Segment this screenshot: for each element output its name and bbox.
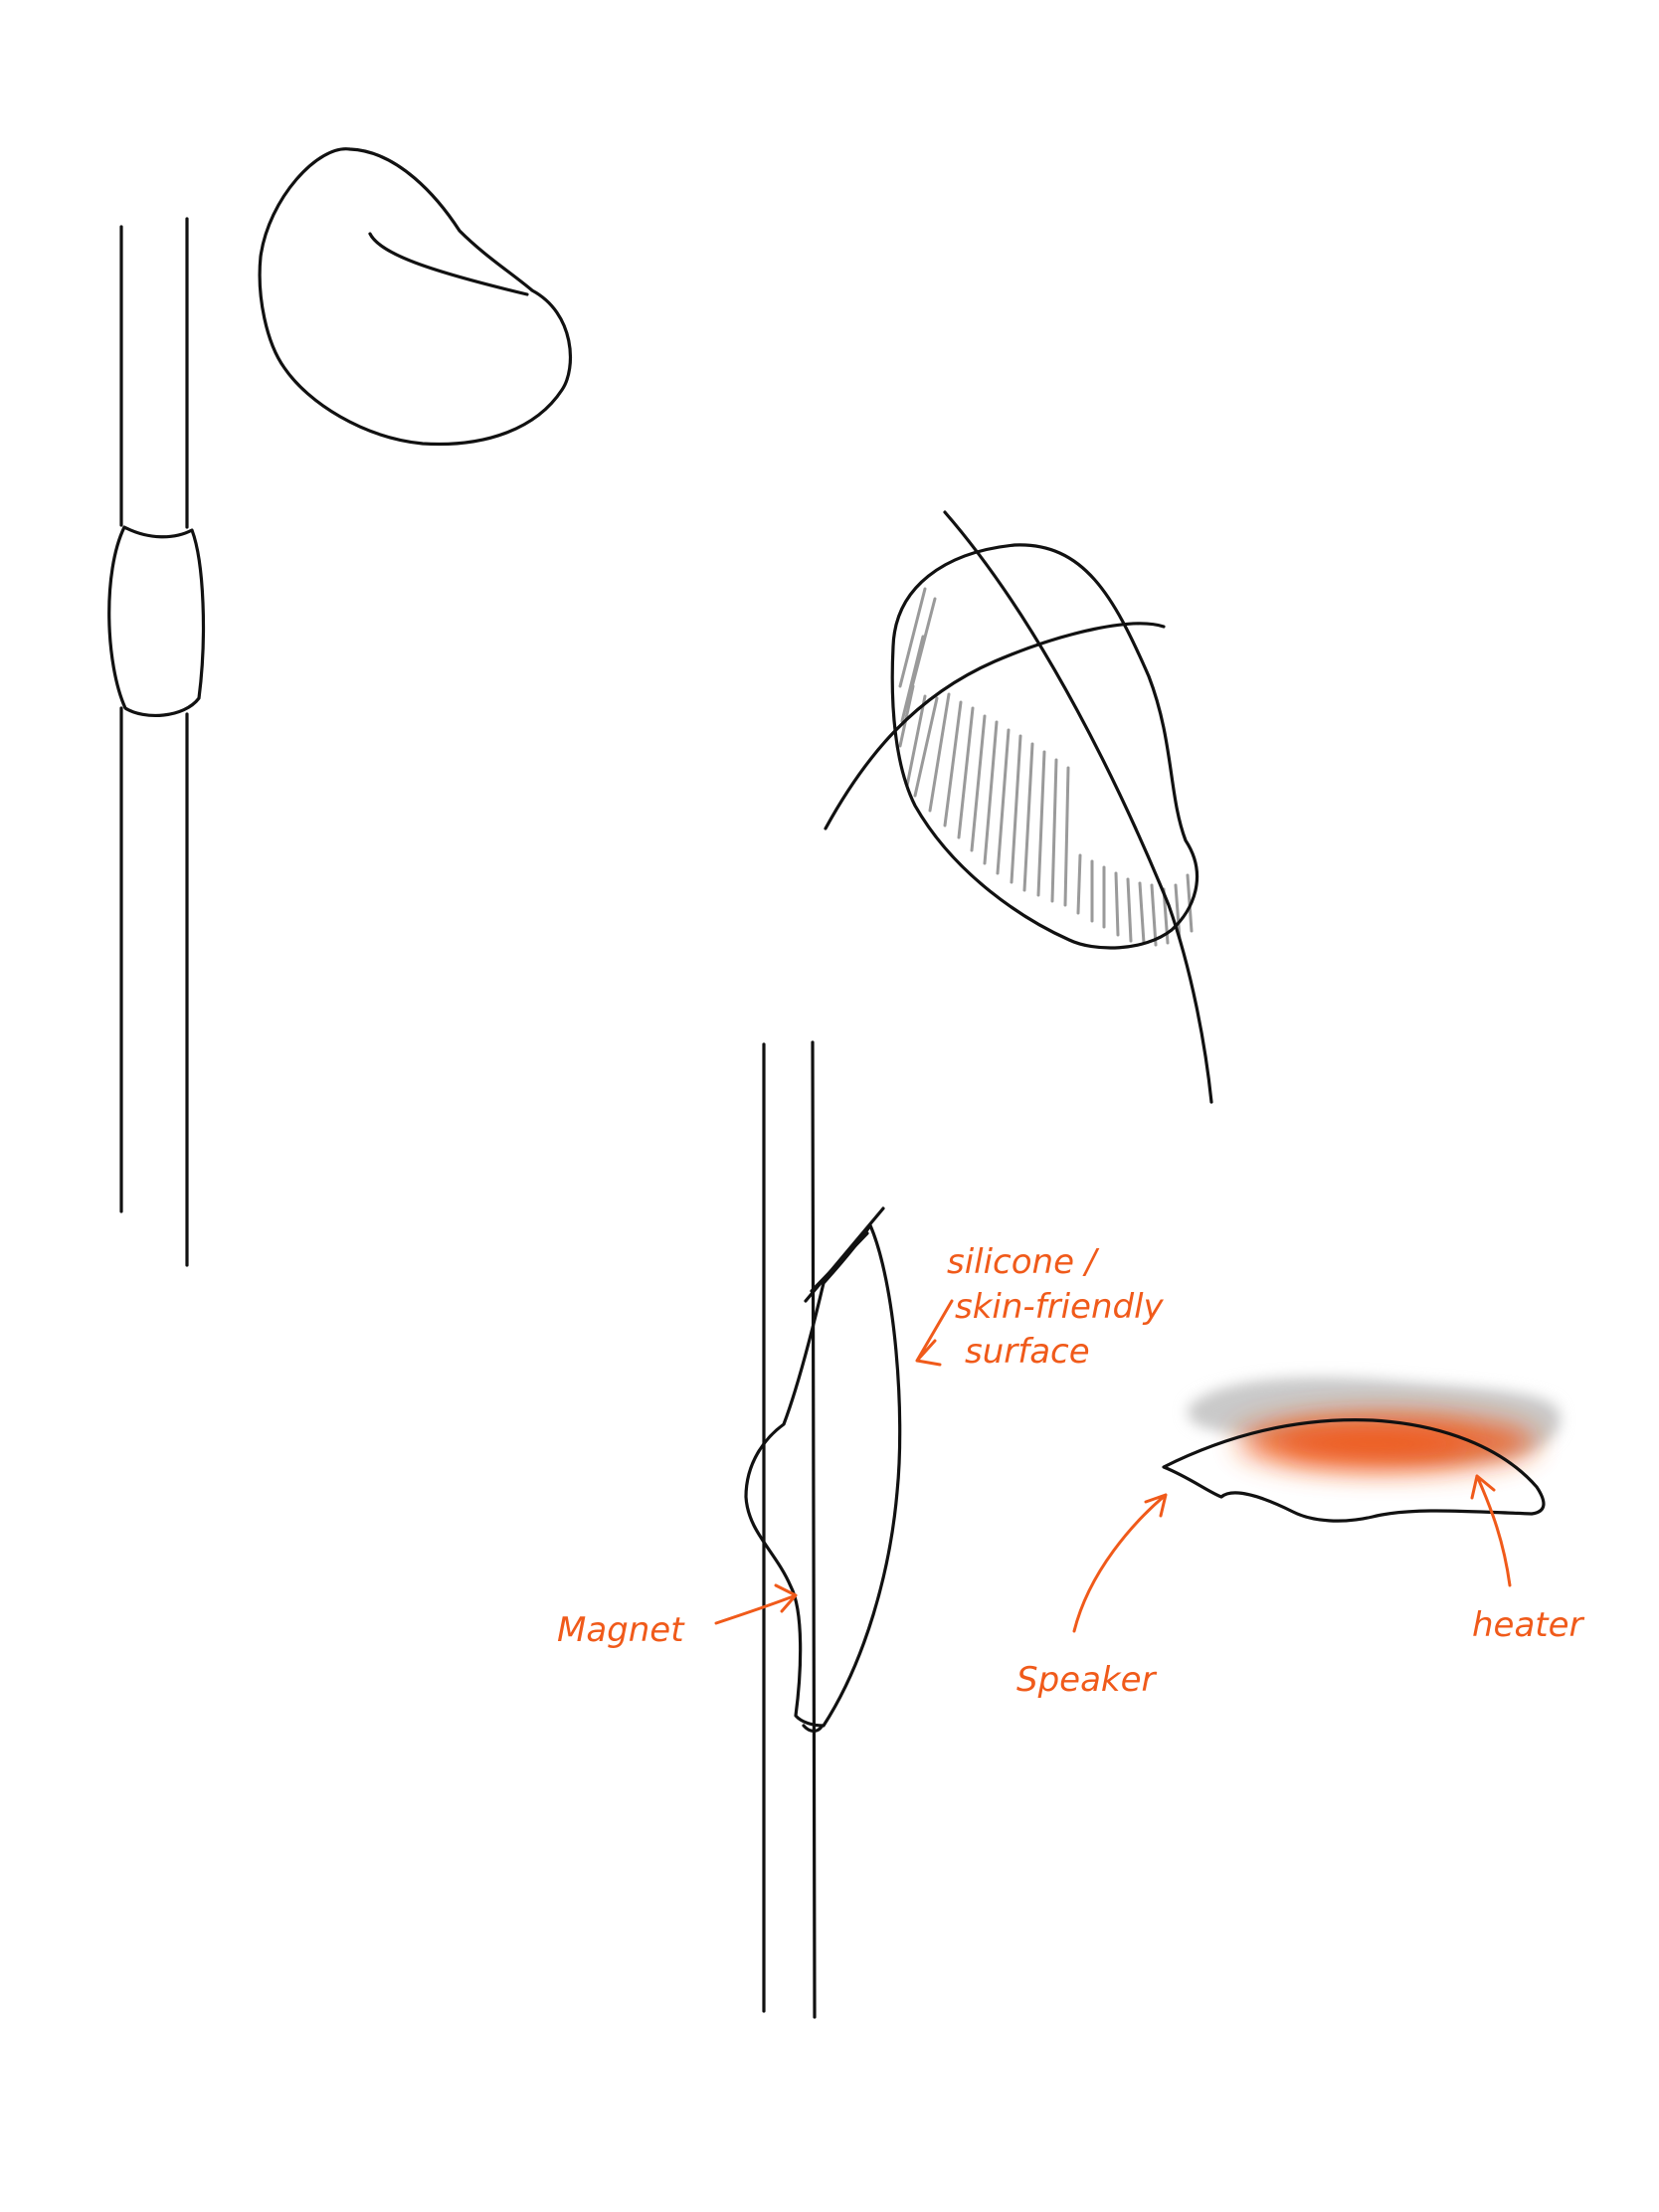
label-silicone-line1: silicone / xyxy=(947,1242,1100,1282)
pad-slice-outline xyxy=(1162,1418,1546,1523)
sketch-pole-with-pad xyxy=(744,1040,902,2019)
cross-curve-horizontal xyxy=(824,622,1166,830)
cross-curve-vertical xyxy=(943,510,1213,1104)
sketch-kidney-shape xyxy=(258,147,573,447)
silicone-arrow xyxy=(915,1299,954,1367)
sketch-pole-with-clip xyxy=(107,217,206,1267)
pebble-hatching xyxy=(898,587,1194,947)
label-heater: heater xyxy=(1472,1605,1585,1645)
pebble-outline xyxy=(890,543,1199,950)
pad-bottom-hook xyxy=(802,1724,824,1733)
kidney-outline xyxy=(258,147,573,447)
sketch-pebble-cross-section xyxy=(824,510,1213,1104)
label-silicone-line3: surface xyxy=(965,1332,1090,1372)
label-speaker: Speaker xyxy=(1016,1660,1158,1700)
pad-top-tick-2 xyxy=(810,1231,869,1293)
heater-glow-core xyxy=(1278,1428,1467,1460)
sketch-speaker-heater-pad xyxy=(1162,1377,1561,1523)
magnet-arrow xyxy=(714,1583,798,1625)
speaker-arrow xyxy=(1072,1493,1168,1633)
annotation-arrows xyxy=(714,1299,1512,1633)
pad-outline xyxy=(744,1223,902,1728)
pole-clip-band xyxy=(107,525,206,718)
kidney-fold xyxy=(368,232,529,296)
annotation-labels: silicone / skin-friendly surface Magnet … xyxy=(557,1242,1585,1700)
pad-pole-right-line xyxy=(811,1040,817,2019)
label-magnet: Magnet xyxy=(557,1610,685,1650)
label-silicone-line2: skin-friendly xyxy=(955,1287,1165,1327)
heater-arrow xyxy=(1470,1474,1512,1587)
